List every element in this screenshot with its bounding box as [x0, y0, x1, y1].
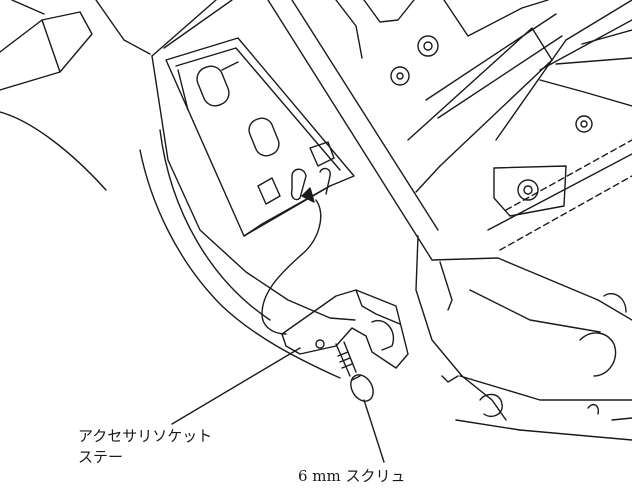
label-accessory-socket-stay-line2: ステー	[78, 448, 124, 466]
dashboard-frame	[0, 0, 356, 379]
right-mechanism	[267, 0, 632, 441]
socket-cable	[261, 187, 322, 335]
accessory-socket-stay	[281, 289, 409, 369]
label-accessory-socket-stay-line1: アクセサリソケット	[78, 427, 213, 445]
screw-6mm	[335, 341, 374, 402]
label-6mm-screw: 6 mm スクリュ	[298, 467, 406, 485]
leader-line-screw	[363, 399, 385, 463]
slotted-plate	[165, 37, 355, 237]
leader-line-accessory-stay	[171, 347, 301, 425]
